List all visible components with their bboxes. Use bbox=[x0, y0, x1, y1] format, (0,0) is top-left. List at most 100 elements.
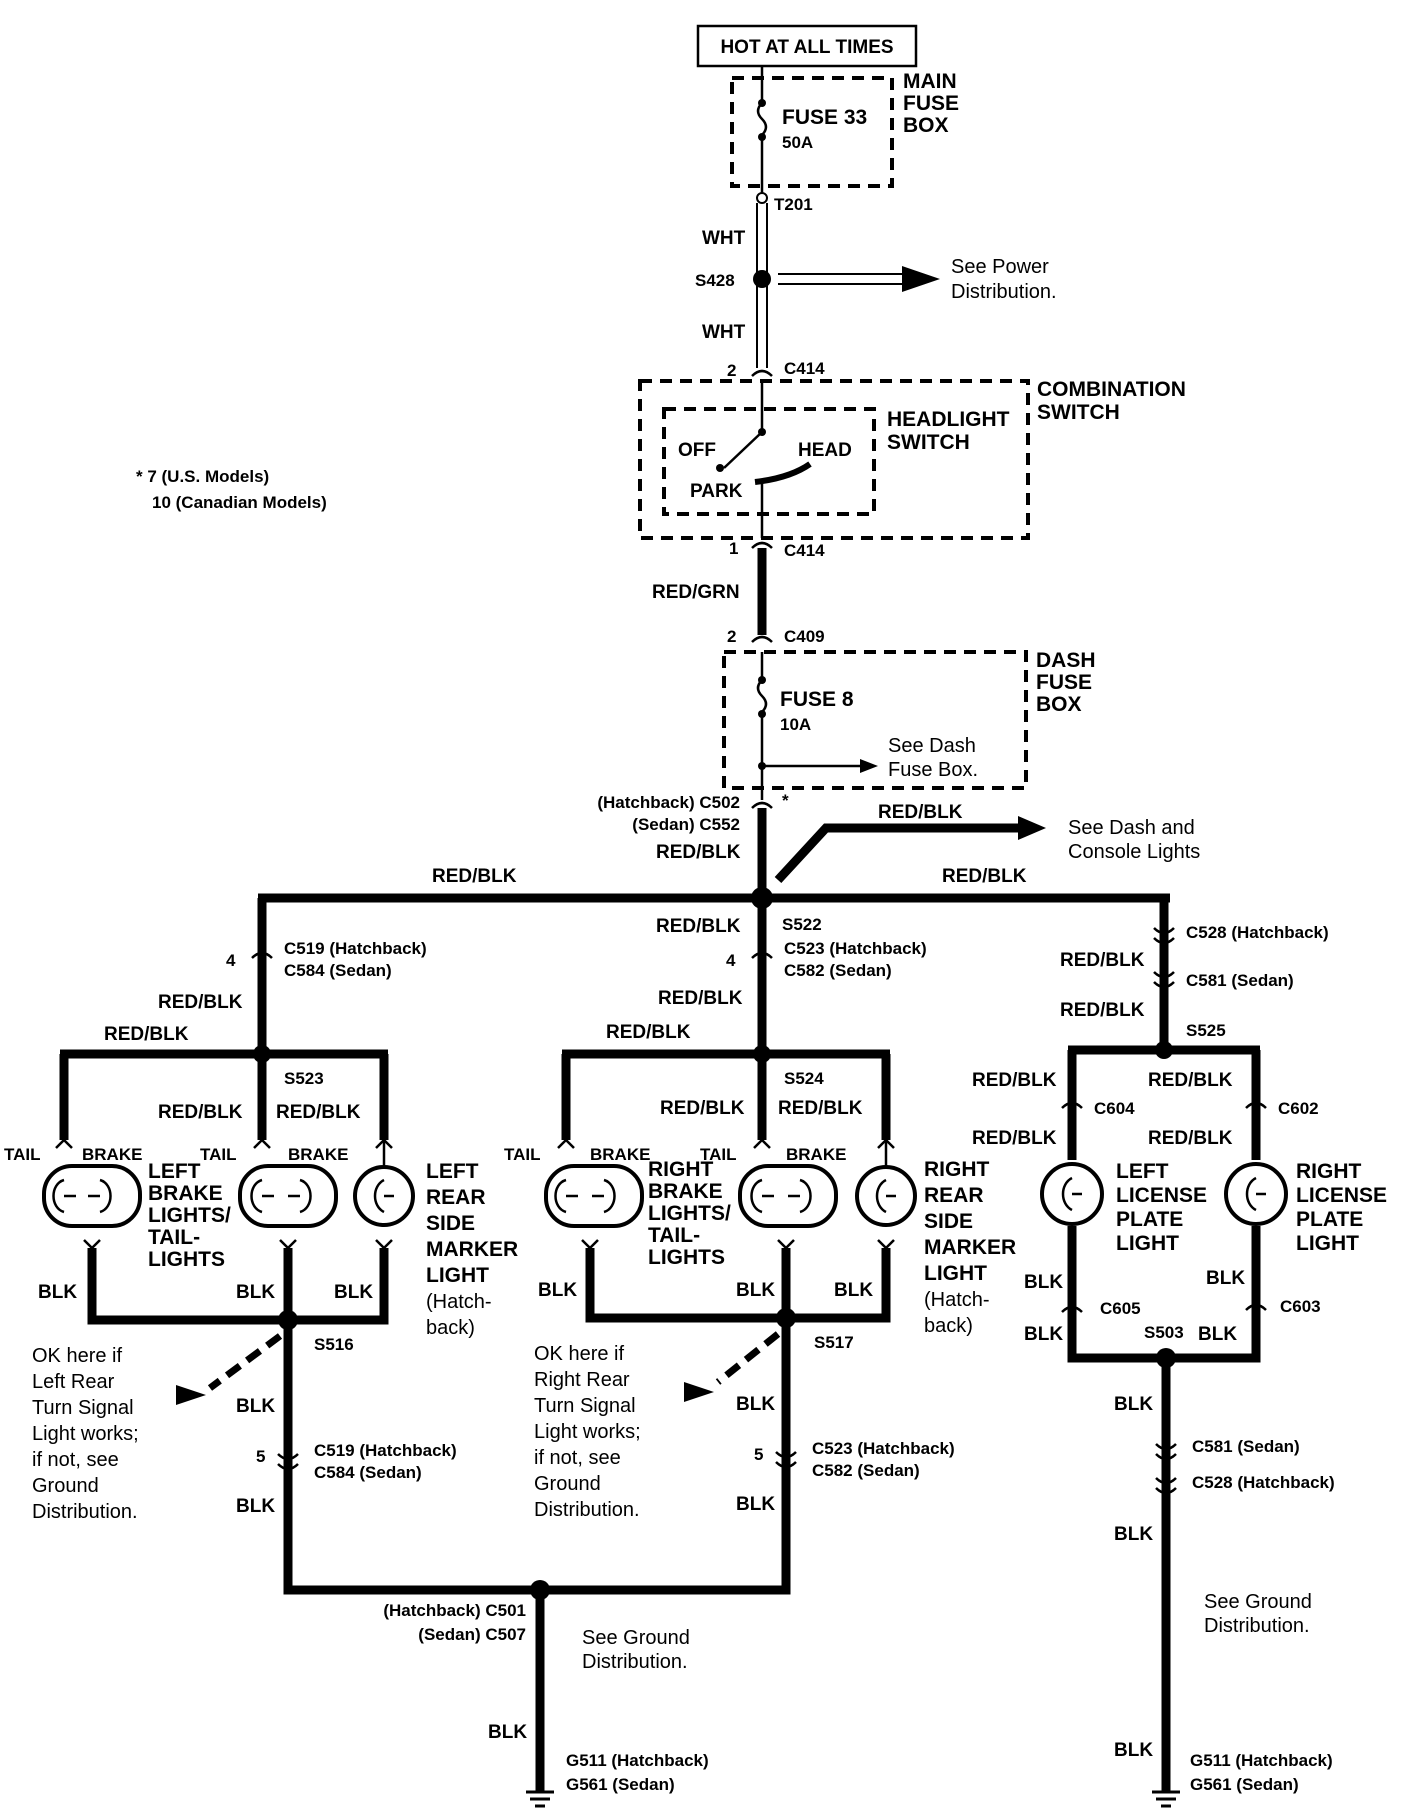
left-license-2: LICENSE bbox=[1116, 1184, 1207, 1207]
c507-label: (Sedan) C507 bbox=[418, 1625, 526, 1644]
right-brake-lights-1: RIGHT bbox=[648, 1158, 714, 1181]
c414-bottom-pin: 1 bbox=[729, 539, 738, 558]
wire-red-blk-right-3: RED/BLK bbox=[972, 1070, 1057, 1091]
c584-top-label: C584 (Sedan) bbox=[284, 961, 392, 980]
c602-label: C602 bbox=[1278, 1099, 1319, 1118]
ref-ground-distribution-1a: See Ground bbox=[582, 1627, 690, 1649]
ref-dash-console-1: See Dash and bbox=[1068, 817, 1195, 839]
hot-at-all-times-box bbox=[696, 24, 918, 68]
wire-red-blk-bus-left: RED/BLK bbox=[432, 866, 517, 887]
splice-s516-label: S516 bbox=[314, 1335, 354, 1354]
c414-bottom-label: C414 bbox=[784, 541, 825, 560]
c582-top-label: C582 (Sedan) bbox=[784, 961, 892, 980]
main-fuse-box-title-3: BOX bbox=[903, 114, 949, 137]
right-blk-7: BLK bbox=[1114, 1740, 1153, 1761]
wire-red-blk-center-2: RED/BLK bbox=[658, 988, 743, 1009]
left-ok-note-4: Light works; bbox=[32, 1423, 139, 1445]
main-fuse-box-title-2: FUSE bbox=[903, 92, 959, 115]
right-ok-test-probe bbox=[684, 1382, 714, 1402]
right-tail-label-2: TAIL bbox=[700, 1145, 737, 1164]
center-blk-2: BLK bbox=[736, 1280, 775, 1301]
c604-label: C604 bbox=[1094, 1099, 1135, 1118]
left-ok-note-3: Turn Signal bbox=[32, 1397, 134, 1419]
c409-pin: 2 bbox=[727, 627, 736, 646]
left-marker-2: REAR bbox=[426, 1186, 486, 1209]
right-blk-1: BLK bbox=[1024, 1272, 1063, 1293]
ref-power-distribution-1: See Power bbox=[951, 256, 1049, 278]
left-license-1: LEFT bbox=[1116, 1160, 1169, 1183]
headlight-switch-title-1: HEADLIGHT bbox=[887, 408, 1010, 431]
right-tail-label-1: TAIL bbox=[504, 1145, 541, 1164]
left-marker-7: back) bbox=[426, 1317, 475, 1339]
ref-dash-fuse-box-2: Fuse Box. bbox=[888, 759, 978, 781]
fuse-33-symbol bbox=[756, 102, 768, 136]
left-blk-4: BLK bbox=[236, 1396, 275, 1417]
c502-label: (Hatchback) C502 bbox=[597, 793, 740, 812]
switch-park-label: PARK bbox=[690, 481, 743, 502]
left-blk-5: BLK bbox=[236, 1496, 275, 1517]
ref-dash-fuse-box-1: See Dash bbox=[888, 735, 976, 757]
wire-red-blk-console: RED/BLK bbox=[878, 802, 963, 823]
splice-s428-label: S428 bbox=[695, 271, 735, 290]
wire-red-blk-center-5: RED/BLK bbox=[778, 1098, 863, 1119]
center-blk-5: BLK bbox=[736, 1494, 775, 1515]
terminal-t201-label: T201 bbox=[774, 195, 813, 214]
c523-top-label: C523 (Hatchback) bbox=[784, 939, 927, 958]
combination-switch-title-1: COMBINATION bbox=[1037, 378, 1186, 401]
left-marker-3: SIDE bbox=[426, 1212, 475, 1235]
right-marker-3: SIDE bbox=[924, 1210, 973, 1233]
c605-label: C605 bbox=[1100, 1299, 1141, 1318]
dash-fuse-box-title-3: BOX bbox=[1036, 693, 1082, 716]
ref-ground-distribution-1b: Distribution. bbox=[582, 1651, 688, 1673]
wire-red-blk-center-4: RED/BLK bbox=[660, 1098, 745, 1119]
hot-at-all-times-label: HOT AT ALL TIMES bbox=[720, 37, 893, 58]
right-brake-lights-2: BRAKE bbox=[648, 1180, 723, 1203]
left-pin-4: 4 bbox=[226, 951, 236, 970]
left-ok-test-lead bbox=[207, 1333, 283, 1391]
right-marker-1: RIGHT bbox=[924, 1158, 990, 1181]
center-blk-4: BLK bbox=[736, 1394, 775, 1415]
splice-s517-label: S517 bbox=[814, 1333, 854, 1352]
arrow-dash-console bbox=[1018, 816, 1046, 840]
fuse-33-name: FUSE 33 bbox=[782, 106, 867, 129]
wire-red-blk-right-1: RED/BLK bbox=[1060, 950, 1145, 971]
wire-red-blk-right-4: RED/BLK bbox=[1148, 1070, 1233, 1091]
c519-bottom-label: C519 (Hatchback) bbox=[314, 1441, 457, 1460]
switch-head-contact bbox=[754, 461, 812, 485]
wire-red-blk-right-6: RED/BLK bbox=[1148, 1128, 1233, 1149]
right-ok-test-lead bbox=[715, 1331, 781, 1385]
switch-head-label: HEAD bbox=[798, 440, 852, 461]
splice-s525 bbox=[1155, 1041, 1173, 1059]
ref-ground-distribution-2b: Distribution. bbox=[1204, 1615, 1310, 1637]
c582-bottom-label: C582 (Sedan) bbox=[812, 1461, 920, 1480]
main-fuse-box bbox=[730, 76, 894, 188]
c501-label: (Hatchback) C501 bbox=[383, 1601, 526, 1620]
switch-off-label: OFF bbox=[678, 440, 716, 461]
ref-power-distribution-2: Distribution. bbox=[951, 281, 1057, 303]
splice-s522-label: S522 bbox=[782, 915, 822, 934]
wire-red-blk-left-2: RED/BLK bbox=[104, 1024, 189, 1045]
c528-top-label: C528 (Hatchback) bbox=[1186, 923, 1329, 942]
wire-red-blk-left-1: RED/BLK bbox=[158, 992, 243, 1013]
left-marker-4: MARKER bbox=[426, 1238, 518, 1261]
right-ok-note-6: Ground bbox=[534, 1473, 601, 1495]
right-brake-label-2: BRAKE bbox=[786, 1145, 846, 1164]
wire-red-blk-main: RED/BLK bbox=[656, 842, 741, 863]
headlight-switch-title-2: SWITCH bbox=[887, 431, 970, 454]
arrow-dash-fuse-box bbox=[860, 759, 878, 773]
g561-label-1: G561 (Sedan) bbox=[566, 1775, 675, 1794]
left-blk-3: BLK bbox=[334, 1282, 373, 1303]
right-blk-4: BLK bbox=[1198, 1324, 1237, 1345]
c414-top-label: C414 bbox=[784, 359, 825, 378]
fuse-8-name: FUSE 8 bbox=[780, 688, 854, 711]
right-ok-note-5: if not, see bbox=[534, 1447, 621, 1469]
left-brake-lights-4: TAIL- bbox=[148, 1226, 200, 1249]
left-brake-lights-3: LIGHTS/ bbox=[148, 1204, 231, 1227]
c584-bottom-label: C584 (Sedan) bbox=[314, 1463, 422, 1482]
splice-s524-label: S524 bbox=[784, 1069, 824, 1088]
c528-bottom-label: C528 (Hatchback) bbox=[1192, 1473, 1335, 1492]
arrow-power-distribution bbox=[902, 266, 940, 292]
right-ok-note-2: Right Rear bbox=[534, 1369, 630, 1391]
ground-blk-1: BLK bbox=[488, 1722, 527, 1743]
